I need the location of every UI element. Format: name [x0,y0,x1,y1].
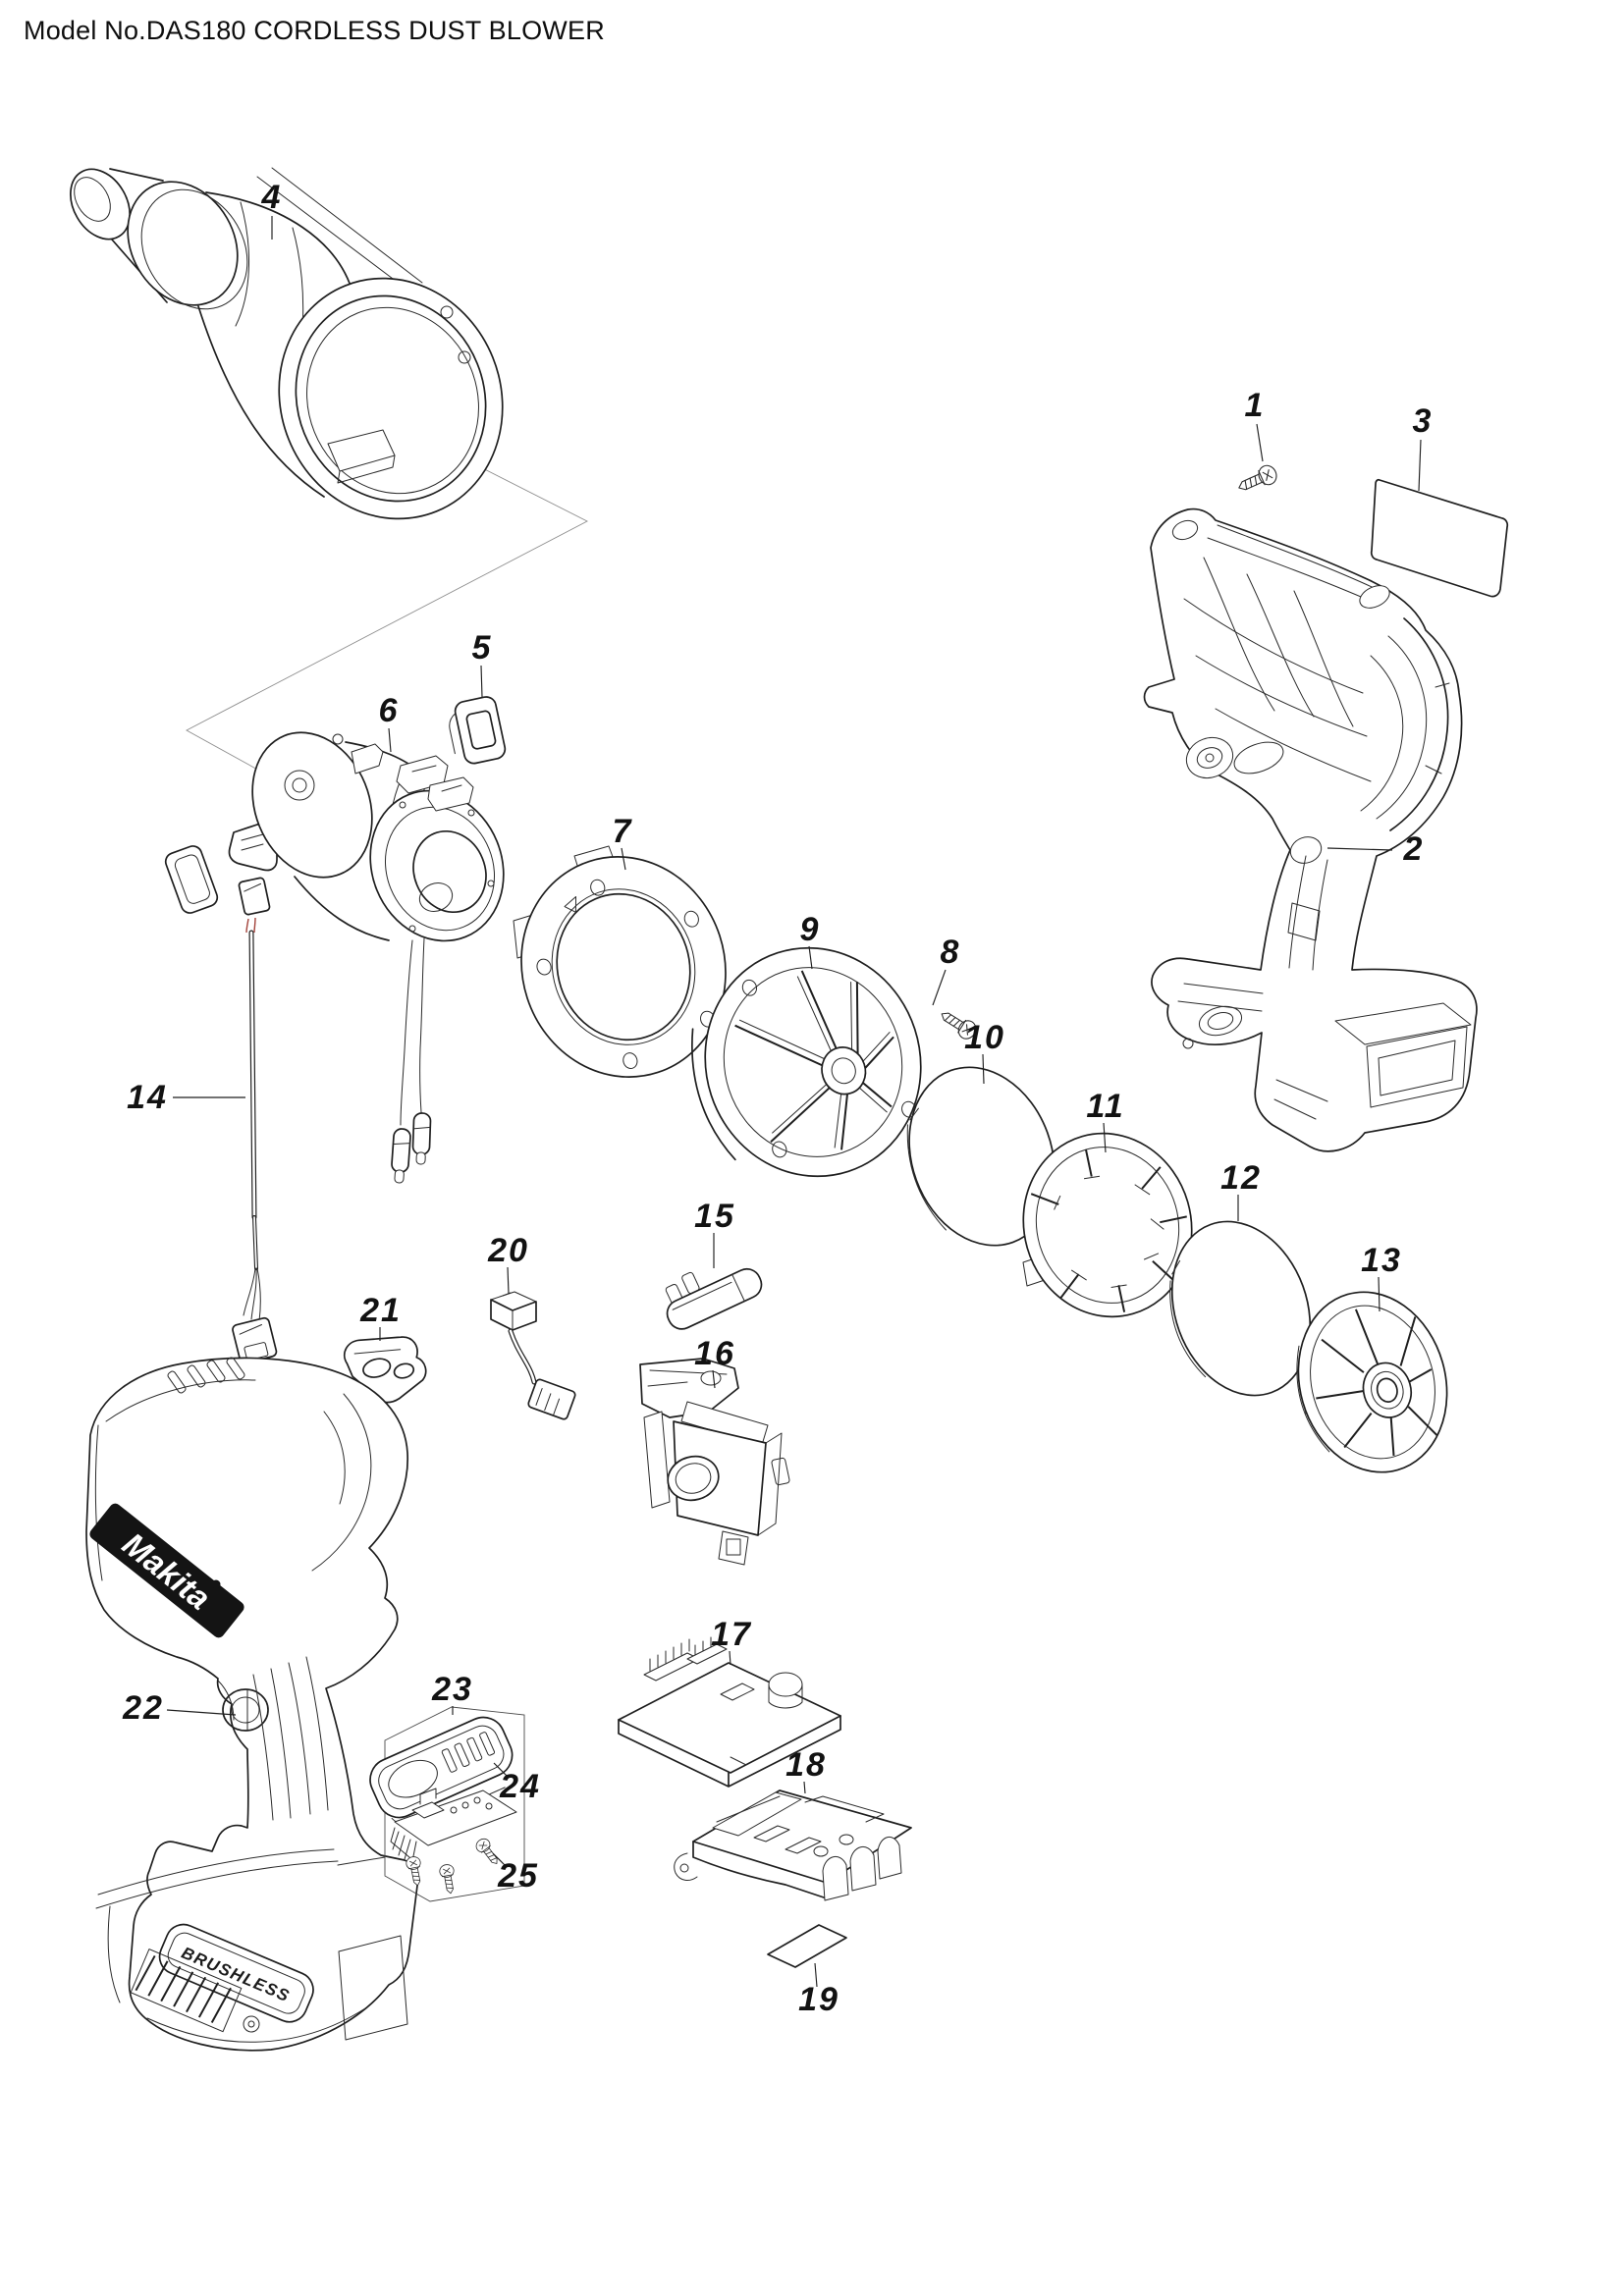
part-16-switch [639,1358,790,1566]
leader-19 [814,1962,818,1988]
callout-23: 23 [431,1671,473,1708]
leader-7 [621,847,626,871]
part-9-fan-guard [691,946,922,1178]
callout-19: 19 [798,1981,839,2018]
part-24-indicator-cover [369,1716,517,1864]
part-15-switch-actuator [665,1267,763,1330]
leader-lines [166,216,1422,1988]
leader-1 [1256,423,1264,462]
callout-24: 24 [499,1768,541,1805]
part-6-motor-assembly [164,731,505,1184]
part-11-filter-retainer [1022,1132,1193,1318]
callout-12: 12 [1220,1159,1262,1197]
leader-17 [729,1650,731,1666]
callout-13: 13 [1361,1242,1402,1279]
part-19-label-small [767,1924,847,1968]
leader-16 [712,1369,716,1389]
part-4-blower-housing [70,167,504,520]
callout-11: 11 [1086,1088,1124,1125]
callout-10: 10 [964,1019,1005,1056]
callout-9: 9 [800,911,821,948]
part-14-lead-wire [232,877,278,1364]
part-1-screw [1234,461,1280,498]
callout-20: 20 [487,1232,529,1269]
part-7-baffle-ring [513,845,727,1078]
leader-6 [388,727,392,753]
callout-15: 15 [694,1198,735,1235]
part-12-filter-disc [1169,1220,1312,1397]
leader-18 [803,1781,806,1794]
callout-1: 1 [1245,387,1266,424]
callout-numbers: 1 2 3 4 5 6 7 8 9 10 11 12 13 14 15 16 1… [122,179,1434,2018]
callout-16: 16 [694,1335,735,1372]
callout-8: 8 [941,934,961,971]
part-25-screws [405,1836,504,1896]
callout-4: 4 [261,179,283,216]
part-10-filter-pad [906,1066,1056,1247]
leader-22 [166,1709,237,1716]
callout-22: 22 [122,1689,164,1727]
leader-9 [808,945,813,970]
callout-14: 14 [127,1079,168,1116]
leader-20 [507,1266,510,1295]
part-22-housing-left-assembly: Makita BRUSHLESS [85,1357,419,2052]
callout-7: 7 [613,813,633,850]
callout-17: 17 [711,1616,752,1653]
leader-8 [932,969,947,1006]
indicator-pcb [390,1788,517,1864]
battery-terminal-grill [130,1949,243,2033]
callout-18: 18 [785,1746,827,1784]
leader-2 [1326,847,1393,851]
part-18-terminal-block [674,1789,912,1901]
part-23-detail-box [384,1706,525,1902]
leader-3 [1418,439,1422,492]
leader-10 [982,1053,985,1085]
part-20-connector-wire [490,1291,576,1420]
callout-5: 5 [472,629,493,667]
callout-2: 2 [1403,830,1425,868]
part-13-fan-cover [1296,1291,1448,1473]
page-title: Model No.DAS180 CORDLESS DUST BLOWER [24,16,605,45]
callout-25: 25 [497,1857,539,1895]
leader-5 [480,665,483,698]
part-5-button-cap [449,696,507,765]
leader-24 [493,1762,509,1778]
part-17-controller [618,1636,841,1788]
leader-13 [1378,1276,1380,1312]
part-3-nameplate-label [1370,478,1509,598]
callout-3: 3 [1413,402,1434,440]
callout-21: 21 [359,1292,402,1329]
leader-25 [492,1852,508,1868]
callout-6: 6 [379,692,400,729]
part-2-housing-right [1143,507,1478,1152]
leader-11 [1103,1122,1107,1153]
